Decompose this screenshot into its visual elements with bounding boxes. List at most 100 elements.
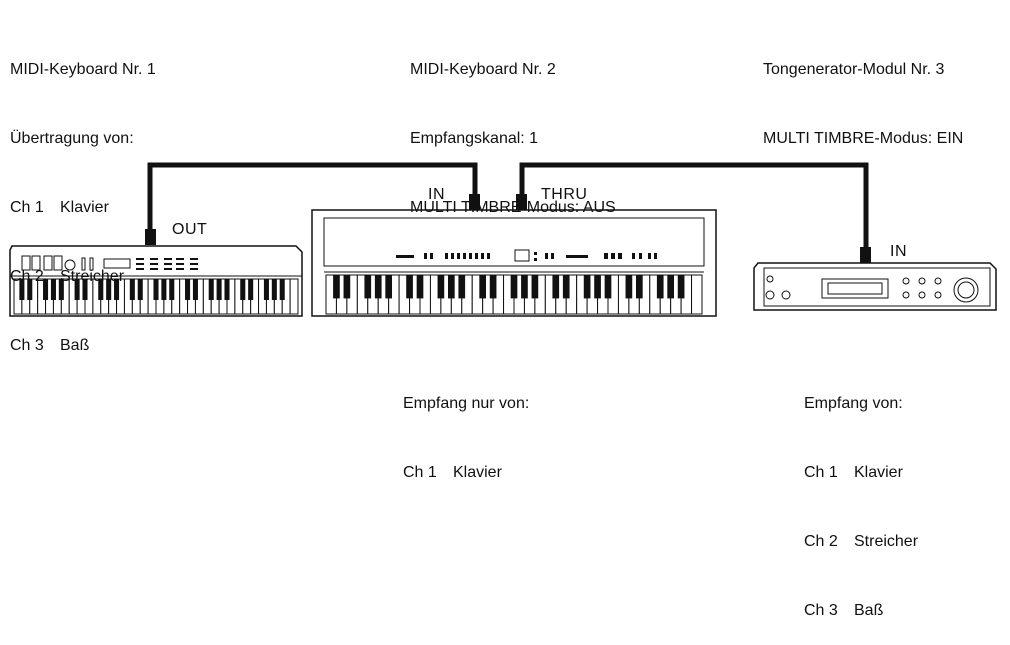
- black-key: [416, 275, 424, 299]
- black-key: [279, 279, 285, 300]
- channel-name: Baß: [854, 602, 884, 619]
- channel-row: Ch 2 Streicher: [804, 530, 918, 553]
- panel-control: [534, 252, 537, 255]
- black-key: [479, 275, 487, 299]
- module3-description: Tongenerator-Modul Nr. 3 MULTI TIMBRE-Mo…: [763, 12, 963, 173]
- keyboard2-multitimbre-mode: MULTI TIMBRE-Modus: AUS: [410, 199, 616, 216]
- black-key: [667, 275, 675, 299]
- black-key: [224, 279, 230, 300]
- panel-control: [430, 253, 433, 259]
- white-key: [691, 274, 703, 315]
- panel-control: [618, 253, 622, 259]
- black-key: [185, 279, 191, 300]
- channel-number: Ch 2: [804, 533, 838, 550]
- panel-control: [445, 253, 448, 259]
- channel-number: Ch 3: [10, 337, 44, 354]
- in-plug-module3: [860, 247, 871, 263]
- out-port-label: OUT: [172, 221, 208, 238]
- module3-title: Tongenerator-Modul Nr. 3: [763, 61, 945, 78]
- channel-name: Streicher: [854, 533, 919, 550]
- keyboard1-device: [9, 245, 303, 317]
- channel-row: Ch 3 Baß: [804, 599, 918, 622]
- channel-row: Ch 1 Klavier: [804, 461, 918, 484]
- midi-cable-thru-to-in: [519, 162, 869, 250]
- panel-control: [632, 253, 635, 259]
- black-key: [374, 275, 382, 299]
- keyboard2-title: MIDI-Keyboard Nr. 2: [410, 61, 556, 78]
- panel-control: [611, 253, 615, 259]
- black-key: [385, 275, 393, 299]
- keyboard2-receive-channel: Empfangskanal: 1: [410, 130, 539, 147]
- black-key: [437, 275, 445, 299]
- black-key: [153, 279, 159, 300]
- black-key: [447, 275, 455, 299]
- channel-name: Baß: [60, 337, 90, 354]
- black-key: [74, 279, 80, 300]
- in-port-label-keyboard2: IN: [428, 186, 445, 203]
- keyboard2-receive-label: Empfang nur von:: [403, 395, 530, 412]
- black-key: [216, 279, 222, 300]
- black-key: [114, 279, 120, 300]
- black-key: [192, 279, 198, 300]
- black-key: [58, 279, 64, 300]
- out-plug: [145, 229, 156, 245]
- panel-control: [566, 255, 588, 258]
- black-key: [343, 275, 351, 299]
- black-key: [364, 275, 372, 299]
- channel-name: Klavier: [60, 199, 109, 216]
- black-key: [263, 279, 269, 300]
- channel-name: Klavier: [854, 464, 903, 481]
- keyboard1-title: MIDI-Keyboard Nr. 1: [10, 61, 156, 78]
- black-key: [625, 275, 633, 299]
- panel-control: [424, 253, 427, 259]
- black-key: [161, 279, 167, 300]
- black-key: [19, 279, 25, 300]
- panel-control: [639, 253, 642, 259]
- black-key: [248, 279, 254, 300]
- black-key: [521, 275, 528, 299]
- panel-control: [534, 258, 537, 261]
- black-key: [169, 279, 175, 300]
- channel-number: Ch 1: [804, 464, 838, 481]
- panel-control: [396, 255, 414, 258]
- black-key: [677, 275, 685, 299]
- channel-row: Ch 1 Klavier: [10, 196, 156, 219]
- white-key: [289, 278, 299, 315]
- channel-number: Ch 2: [10, 268, 44, 285]
- black-key: [106, 279, 112, 300]
- black-key: [583, 275, 591, 299]
- channel-name: Klavier: [453, 464, 502, 481]
- panel-control: [457, 253, 460, 259]
- panel-control: [551, 253, 554, 259]
- channel-number: Ch 1: [10, 199, 44, 216]
- panel-control: [545, 253, 548, 259]
- panel-control: [475, 253, 478, 259]
- black-key: [562, 275, 570, 299]
- black-key: [50, 279, 56, 300]
- in-port-label-module3: IN: [890, 243, 907, 260]
- black-key: [27, 279, 33, 300]
- black-key: [510, 275, 518, 299]
- panel-control: [463, 253, 466, 259]
- black-key: [333, 275, 340, 299]
- black-key: [208, 279, 214, 300]
- black-key: [240, 279, 246, 300]
- black-key: [604, 275, 612, 299]
- keyboard1-description: MIDI-Keyboard Nr. 1 Übertragung von: Ch …: [10, 12, 156, 380]
- module3-multitimbre-mode: MULTI TIMBRE-Modus: EIN: [763, 130, 964, 147]
- black-key: [82, 279, 88, 300]
- in-plug-keyboard2: [469, 194, 480, 210]
- midi-connection-diagram: [9, 162, 997, 317]
- panel-control: [469, 253, 472, 259]
- channel-number: Ch 3: [804, 602, 838, 619]
- panel-control: [604, 253, 608, 259]
- thru-port-label: THRU: [541, 186, 588, 203]
- black-key: [271, 279, 277, 300]
- black-key: [635, 275, 643, 299]
- channel-row: Ch 3 Baß: [10, 334, 156, 357]
- black-key: [552, 275, 560, 299]
